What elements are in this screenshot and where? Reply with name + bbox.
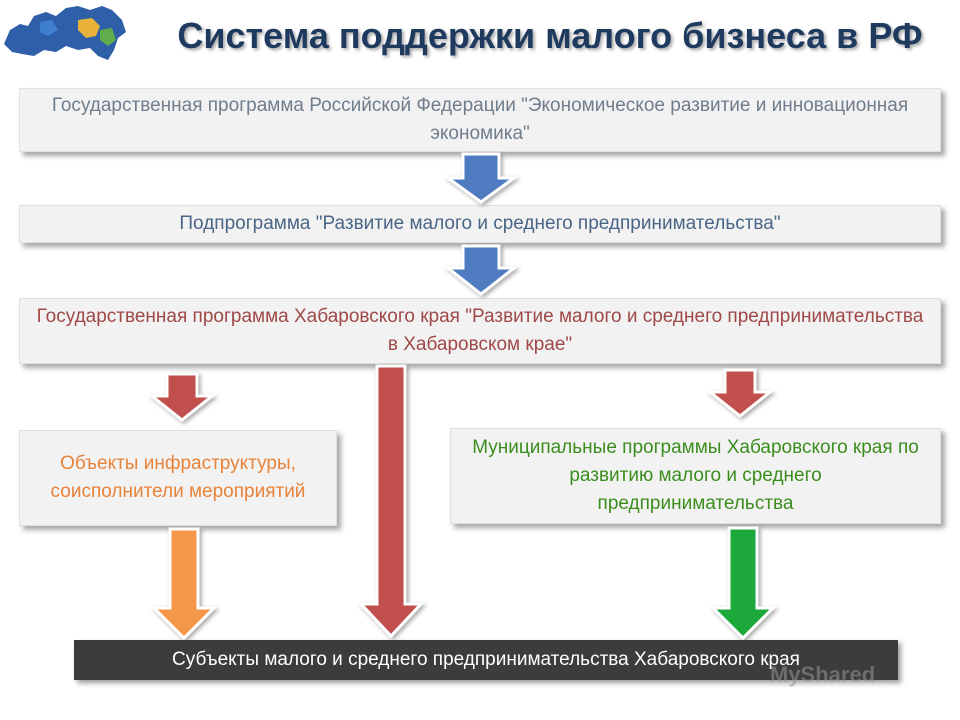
watermark: MyShared	[770, 662, 876, 687]
arrow-down-icon	[147, 372, 217, 422]
subprogram-box: Подпрограмма "Развитие малого и среднего…	[19, 205, 941, 243]
state-program-rf-box: Государственная программа Российской Фед…	[19, 88, 941, 152]
municipal-programs-box: Муниципальные программы Хабаровского кра…	[450, 428, 941, 524]
arrow-down-icon	[443, 244, 519, 296]
arrow-down-icon	[709, 526, 777, 641]
infrastructure-box: Объекты инфраструктуры, соисполнители ме…	[19, 430, 337, 526]
arrow-down-icon	[150, 527, 218, 641]
arrow-down-icon	[443, 152, 519, 204]
khabarovsk-program-box: Государственная программа Хабаровского к…	[19, 298, 941, 364]
russia-map-icon	[4, 6, 126, 60]
arrow-down-icon	[357, 364, 425, 639]
subjects-bar: Субъекты малого и среднего предпринимате…	[74, 640, 898, 680]
page-title: Система поддержки малого бизнеса в РФ	[177, 15, 923, 56]
arrow-down-icon	[705, 368, 775, 418]
